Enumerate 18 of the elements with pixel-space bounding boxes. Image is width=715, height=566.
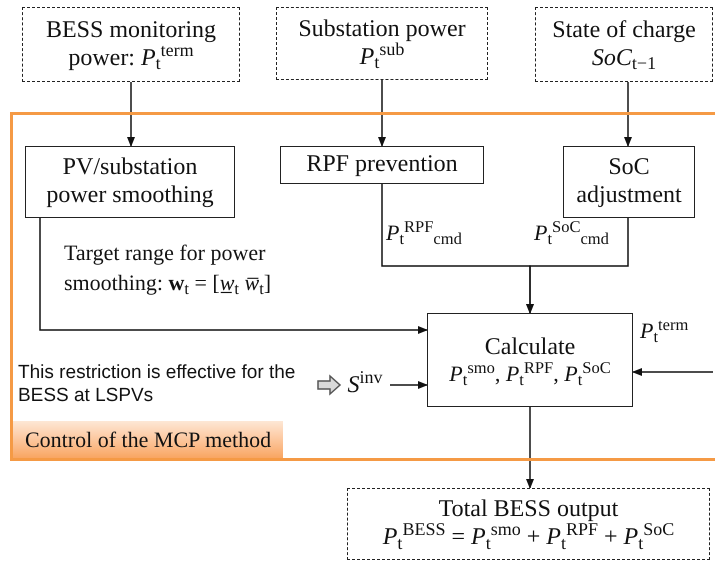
- arrow: [624, 82, 632, 147]
- arrow: [526, 407, 534, 489]
- arrow: [127, 82, 135, 147]
- arrow: [526, 218, 629, 314]
- input-box: State of charge SoC$_{t−1}$: [535, 7, 713, 82]
- process-box: RPF prevention: [280, 146, 484, 184]
- control-frame: [10, 112, 715, 461]
- note-text: This restriction is effective for the BESS at LSPVs: [18, 356, 318, 414]
- block-arrow: [317, 374, 342, 396]
- arrow: [390, 381, 428, 389]
- arrow: [378, 80, 386, 147]
- process-box: SoC adjustment: [563, 146, 695, 218]
- arrow: [632, 368, 713, 376]
- signal-text: S$^{inv}$: [340, 368, 390, 402]
- note-text: Target range for power smoothing: w$_{t}$ = [w̲$_{t}$ w̅$_{t}$]: [64, 239, 272, 298]
- process-box: PV/substation power smoothing: [25, 146, 235, 218]
- frame-title: Control of the MCP method: [13, 421, 284, 458]
- arrow: [39, 218, 428, 334]
